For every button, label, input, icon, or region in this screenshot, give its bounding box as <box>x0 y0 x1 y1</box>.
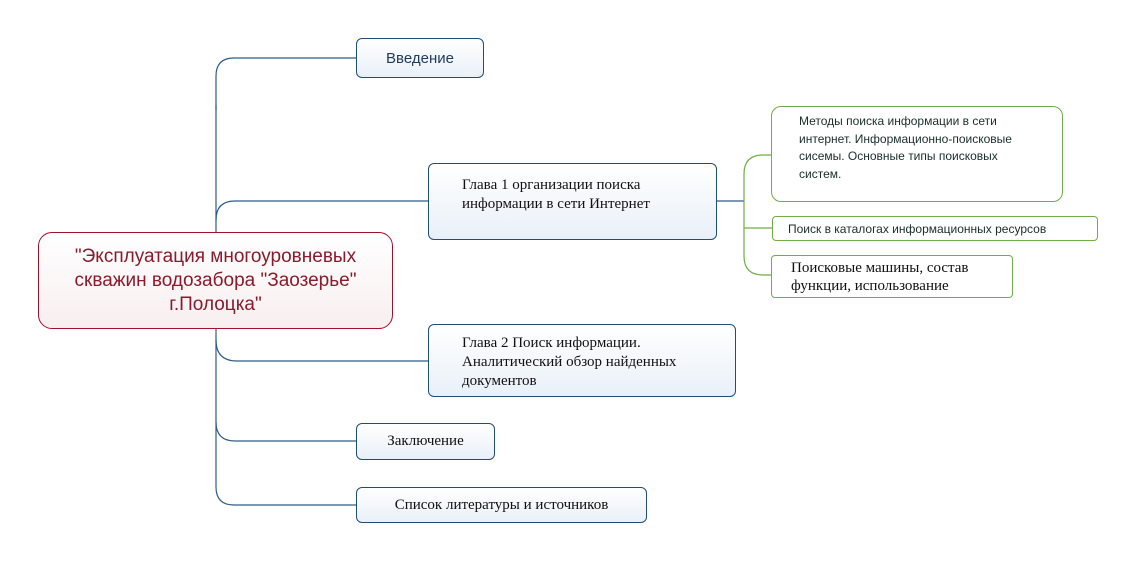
central-topic-label: "Эксплуатация многоуровневых скважин вод… <box>74 245 357 315</box>
branch-references[interactable]: Список литературы и источников <box>356 487 647 523</box>
subtopic-catalog-search[interactable]: Поиск в каталогах информационных ресурсо… <box>772 216 1098 241</box>
central-topic[interactable]: "Эксплуатация многоуровневых скважин вод… <box>38 232 393 329</box>
branch-references-label: Список литературы и источников <box>394 496 609 513</box>
branch-conclusion[interactable]: Заключение <box>356 423 495 460</box>
branch-chapter2[interactable]: Глава 2 Поиск информации. Аналитический … <box>428 324 736 397</box>
subtopic-search-methods-label: Методы поиска информации в сети интернет… <box>799 114 1012 181</box>
subtopic-search-engines-label: Поисковые машины, состав функции, исполь… <box>791 260 969 294</box>
branch-chapter1[interactable]: Глава 1 организации поиска информации в … <box>428 163 717 240</box>
subtopic-catalog-search-label: Поиск в каталогах информационных ресурсо… <box>788 222 1047 236</box>
branch-intro-label: Введение <box>386 49 454 67</box>
branch-intro[interactable]: Введение <box>356 38 484 78</box>
subtopic-search-engines[interactable]: Поисковые машины, состав функции, исполь… <box>771 255 1013 298</box>
branch-conclusion-label: Заключение <box>387 433 464 449</box>
branch-chapter1-label: Глава 1 организации поиска информации в … <box>462 177 650 212</box>
branch-chapter2-label: Глава 2 Поиск информации. Аналитический … <box>462 335 677 389</box>
subtopic-search-methods[interactable]: Методы поиска информации в сети интернет… <box>771 106 1063 202</box>
